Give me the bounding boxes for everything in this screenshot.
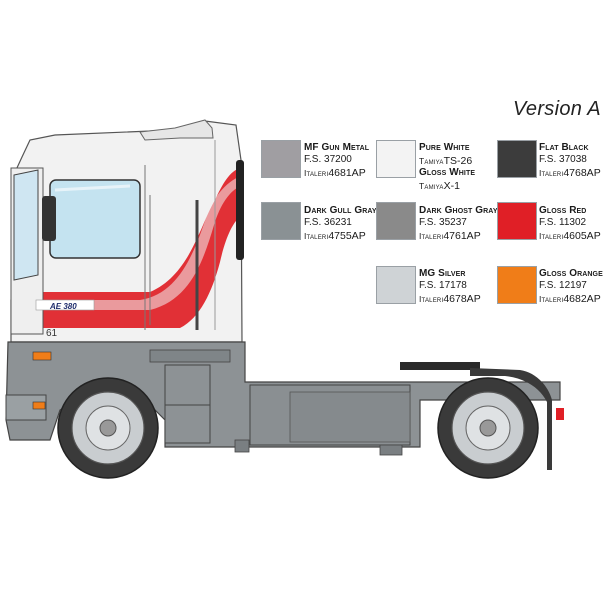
swatch-mf-gun-metal	[261, 140, 301, 178]
rear-wheel	[437, 377, 539, 479]
badge-text: AE 380	[49, 302, 77, 311]
front-wheel	[57, 377, 159, 479]
label-gloss-red: Gloss Red F.S. 11302 Italeri4605AP	[539, 205, 601, 242]
swatch-gloss-orange	[497, 266, 537, 304]
swatch-dark-ghost-gray	[376, 202, 416, 240]
cab-badge	[35, 299, 95, 311]
truck-chassis	[5, 341, 564, 470]
swatch-gloss-red	[497, 202, 537, 240]
truck-cab: AE 380 61	[10, 119, 244, 343]
label-mf-gun-metal: MF Gun Metal F.S. 37200 Italeri4681AP	[304, 142, 370, 179]
swatch-mg-silver	[376, 266, 416, 304]
label-dark-gull-gray: Dark Gull Gray F.S. 36231 Italeri4755AP	[304, 205, 377, 242]
label-flat-black: Flat Black F.S. 37038 Italeri4768AP	[539, 142, 601, 179]
swatch-pure-white	[376, 140, 416, 178]
swatch-dark-gull-gray	[261, 202, 301, 240]
side-mirror	[42, 196, 56, 241]
label-gloss-orange: Gloss Orange F.S. 12197 Italeri4682AP	[539, 268, 603, 305]
door-window	[49, 179, 141, 259]
label-dark-ghost-gray: Dark Ghost Gray F.S. 35237 Italeri4761AP	[419, 205, 498, 242]
label-mg-silver: MG Silver F.S. 17178 Italeri4678AP	[419, 268, 481, 305]
label-pure-white: Pure White TamiyaTS-26 Gloss White Tamiy…	[419, 142, 476, 192]
cab-number: 61	[46, 328, 58, 339]
version-title: Version A	[513, 98, 601, 120]
swatch-flat-black	[497, 140, 537, 178]
